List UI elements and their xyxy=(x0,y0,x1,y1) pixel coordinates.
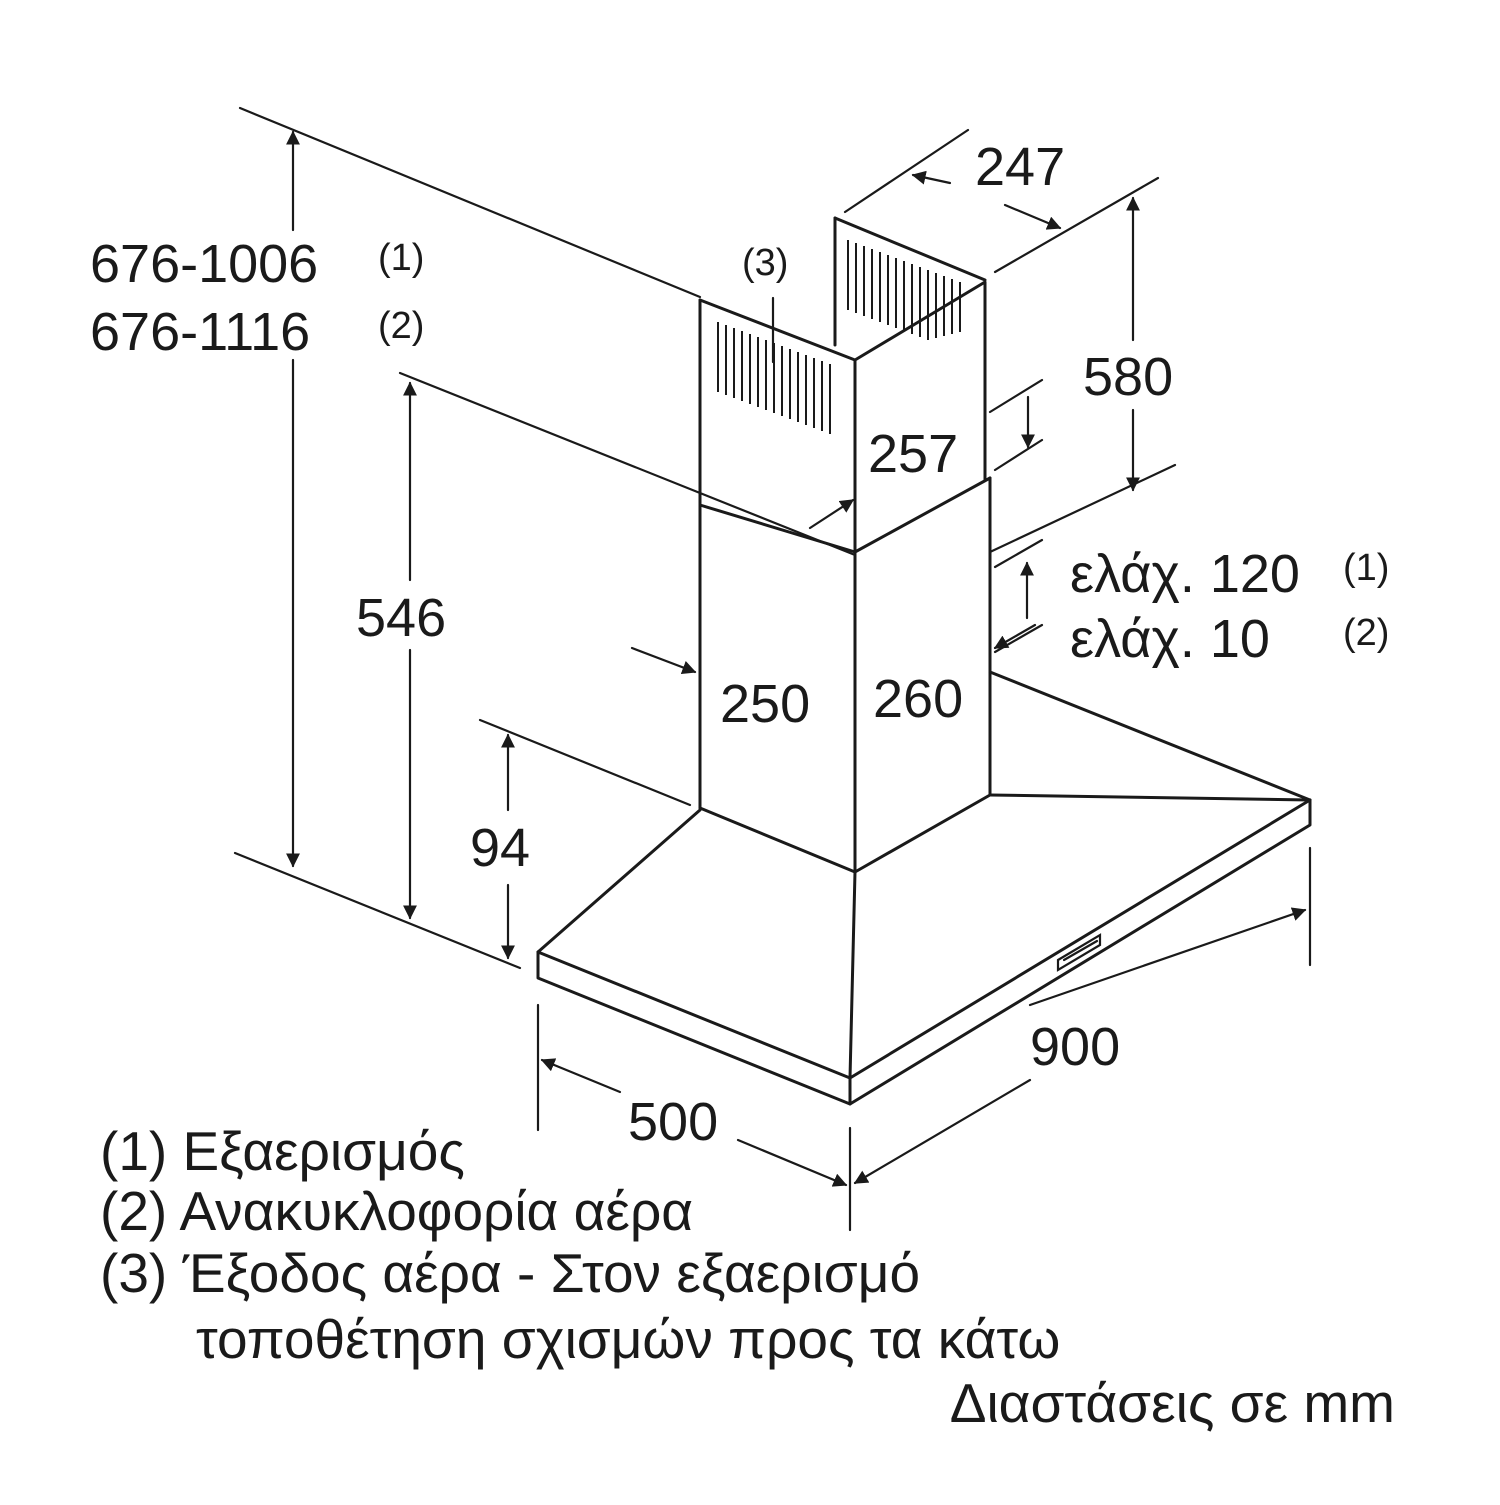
label-depth-257: 257 xyxy=(868,424,958,484)
legend-item-air-outlet-note: τοποθέτηση σχισμών προς τα κάτω xyxy=(196,1308,1060,1370)
width-900-arrow-right xyxy=(1028,907,1307,1007)
label-height-546: 546 xyxy=(356,588,446,648)
label-gap-vent: ελάχ. 120 xyxy=(1070,544,1300,604)
canopy-back-slope xyxy=(988,670,1312,802)
label-height-vent-ref: (1) xyxy=(378,237,424,279)
label-height-recirc: 676-1116 xyxy=(90,302,310,362)
canopy-right-slope xyxy=(848,798,1312,1080)
label-depth-500: 500 xyxy=(628,1092,718,1152)
label-gap-recirc-ref: (2) xyxy=(1343,612,1389,654)
gap-ref-upper-2 xyxy=(993,438,1044,472)
extension-lines xyxy=(233,106,1312,1232)
chimney-base-left xyxy=(698,806,857,874)
ceiling-reference-line xyxy=(238,106,702,299)
label-height-94: 94 xyxy=(470,818,530,878)
height-580-ext-bottom xyxy=(988,463,1177,554)
label-depth-250: 250 xyxy=(720,674,810,734)
label-outlet-ref: (3) xyxy=(742,242,788,284)
hood-bottom-reference-line xyxy=(233,851,522,970)
label-width-260: 260 xyxy=(873,669,963,729)
legend: (1) Εξαερισμός (2) Ανακυκλοφορία αέρα (3… xyxy=(100,1120,1395,1434)
canopy-left-slope xyxy=(536,808,702,954)
chimney-base-right xyxy=(853,793,992,874)
depth-500-arrow-left xyxy=(540,1058,622,1094)
depth-250-arrow xyxy=(630,646,697,675)
chimney-joint xyxy=(698,476,992,554)
label-height-recirc-ref: (2) xyxy=(378,305,424,347)
hood-outline xyxy=(536,216,1312,1106)
legend-item-ventilation: (1) Εξαερισμός xyxy=(100,1120,465,1182)
canopy-lip-bottom xyxy=(536,798,1312,1106)
air-outlet-grille-left xyxy=(717,322,831,434)
gap-ref-lower-1 xyxy=(993,538,1044,569)
upper-chimney-back-top xyxy=(833,216,987,282)
label-height-580: 580 xyxy=(1083,347,1173,407)
canopy-top-reference xyxy=(478,718,692,807)
label-height-vent: 676-1006 xyxy=(90,234,318,294)
label-width-900: 900 xyxy=(1030,1017,1120,1077)
canopy-right-slope-top xyxy=(988,793,1312,802)
width-247-arrow-right xyxy=(1003,203,1062,230)
width-900-arrow-left xyxy=(853,1078,1032,1185)
depth-500-arrow-right xyxy=(736,1138,848,1187)
legend-item-recirculation: (2) Ανακυκλοφορία αέρα xyxy=(100,1180,693,1242)
gap-ref-lower-2 xyxy=(993,623,1044,654)
canopy-front-ridge xyxy=(848,870,857,1080)
canopy-lip-top-left xyxy=(536,950,852,1080)
width-247-arrow-left xyxy=(911,170,952,185)
dimension-arrows xyxy=(286,130,1307,1187)
control-panel xyxy=(1056,933,1102,972)
gap-ref-upper-1 xyxy=(988,378,1044,414)
legend-item-air-outlet: (3) Έξοδος αέρα - Στον εξαερισμό xyxy=(100,1242,920,1304)
air-outlet-grille-right xyxy=(847,240,961,340)
width-247-ext-right xyxy=(993,176,1160,274)
units-note: Διαστάσεις σε mm xyxy=(950,1372,1395,1434)
lower-chimney-top-reference xyxy=(398,371,857,557)
dimension-labels: 676-1006 (1) 676-1116 (2) (3) 247 580 25… xyxy=(90,137,1389,1152)
depth-257-arrow xyxy=(808,498,855,530)
label-gap-vent-ref: (1) xyxy=(1343,547,1389,589)
gap-min-arrow-diag xyxy=(993,623,1037,650)
label-gap-recirc: ελάχ. 10 xyxy=(1070,609,1270,669)
label-width-247: 247 xyxy=(975,137,1065,197)
width-247-ext-left xyxy=(843,128,970,214)
